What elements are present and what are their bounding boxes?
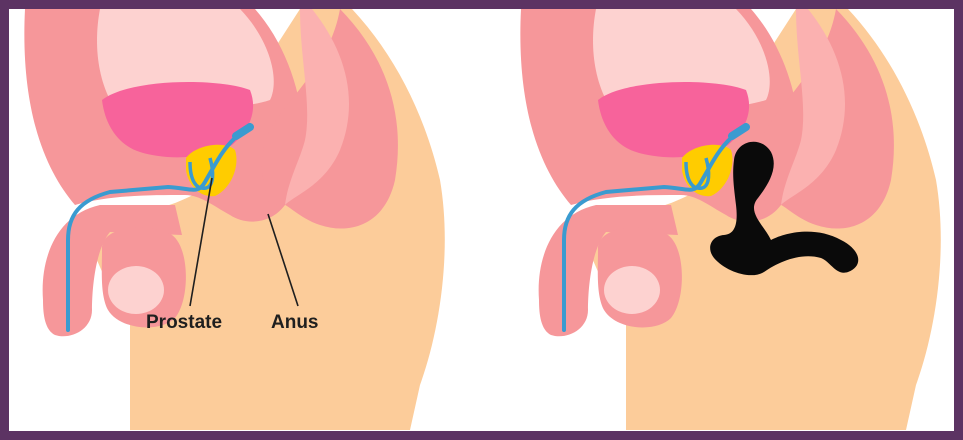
anus-label: Anus — [271, 312, 319, 333]
left-panel: Prostate Anus — [24, 9, 444, 430]
anatomy-illustration: Prostate Anus — [9, 9, 954, 431]
prostate-label: Prostate — [146, 312, 222, 333]
right-panel — [520, 9, 940, 430]
